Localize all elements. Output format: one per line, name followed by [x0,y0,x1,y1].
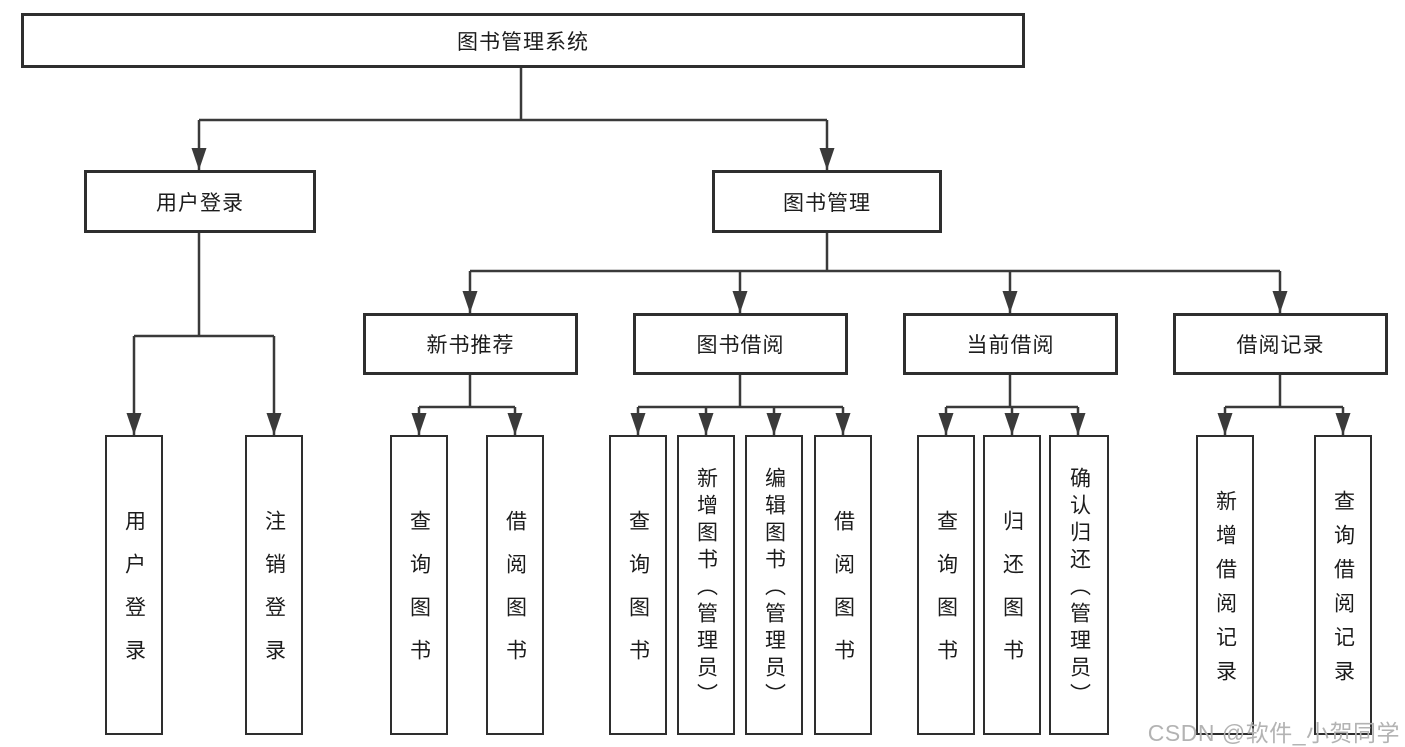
leaf-borrow-edit-admin: 编辑图书（管理员） [745,435,803,735]
leaf-borrow-query: 查询图书 [609,435,667,735]
leaf-record-query-label: 查询借阅记录 [1331,489,1355,694]
node-new-book-recommend: 新书推荐 [363,313,578,375]
node-user-login: 用户登录 [84,170,316,233]
connector-user-login [134,231,274,338]
leaf-borrow-query-label: 查询图书 [626,510,650,682]
leaf-newbook-borrow-label: 借阅图书 [503,510,527,682]
leaf-current-query: 查询图书 [917,435,975,735]
leaf-newbook-borrow: 借阅图书 [486,435,544,735]
leaf-logout: 注销登录 [245,435,303,735]
connector-borrowing [638,373,843,409]
leaf-borrow-book-label: 借阅图书 [831,510,855,682]
connector-current-borrow [946,373,1078,409]
leaf-return-book-label: 归还图书 [1000,510,1024,682]
leaf-newbook-query: 查询图书 [390,435,448,735]
node-book-borrowing: 图书借阅 [633,313,848,375]
leaf-borrow-add-admin: 新增图书（管理员） [677,435,735,735]
leaf-borrow-book: 借阅图书 [814,435,872,735]
leaf-logout-label: 注销登录 [262,510,286,682]
node-book-management: 图书管理 [712,170,942,233]
leaf-borrow-edit-admin-label: 编辑图书（管理员） [762,466,786,710]
node-root-system: 图书管理系统 [21,13,1025,68]
leaf-record-add-label: 新增借阅记录 [1213,489,1237,694]
leaf-record-query: 查询借阅记录 [1314,435,1372,735]
connector-root [199,66,827,122]
leaf-newbook-query-label: 查询图书 [407,510,431,682]
leaf-confirm-return-admin-label: 确认归还（管理员） [1067,466,1091,710]
node-current-borrowing: 当前借阅 [903,313,1118,375]
node-borrowing-records: 借阅记录 [1173,313,1388,375]
leaf-record-add: 新增借阅记录 [1196,435,1254,735]
leaf-user-login-label: 用户登录 [122,510,146,682]
connector-book-mgmt [470,231,1280,273]
connector-new-books [419,373,515,409]
csdn-watermark: CSDN @软件_小贺同学 [1147,720,1400,746]
leaf-user-login: 用户登录 [105,435,163,735]
leaf-return-book: 归还图书 [983,435,1041,735]
leaf-borrow-add-admin-label: 新增图书（管理员） [694,466,718,710]
connector-borrow-records [1225,373,1343,409]
leaf-confirm-return-admin: 确认归还（管理员） [1049,435,1109,735]
leaf-current-query-label: 查询图书 [934,510,958,682]
